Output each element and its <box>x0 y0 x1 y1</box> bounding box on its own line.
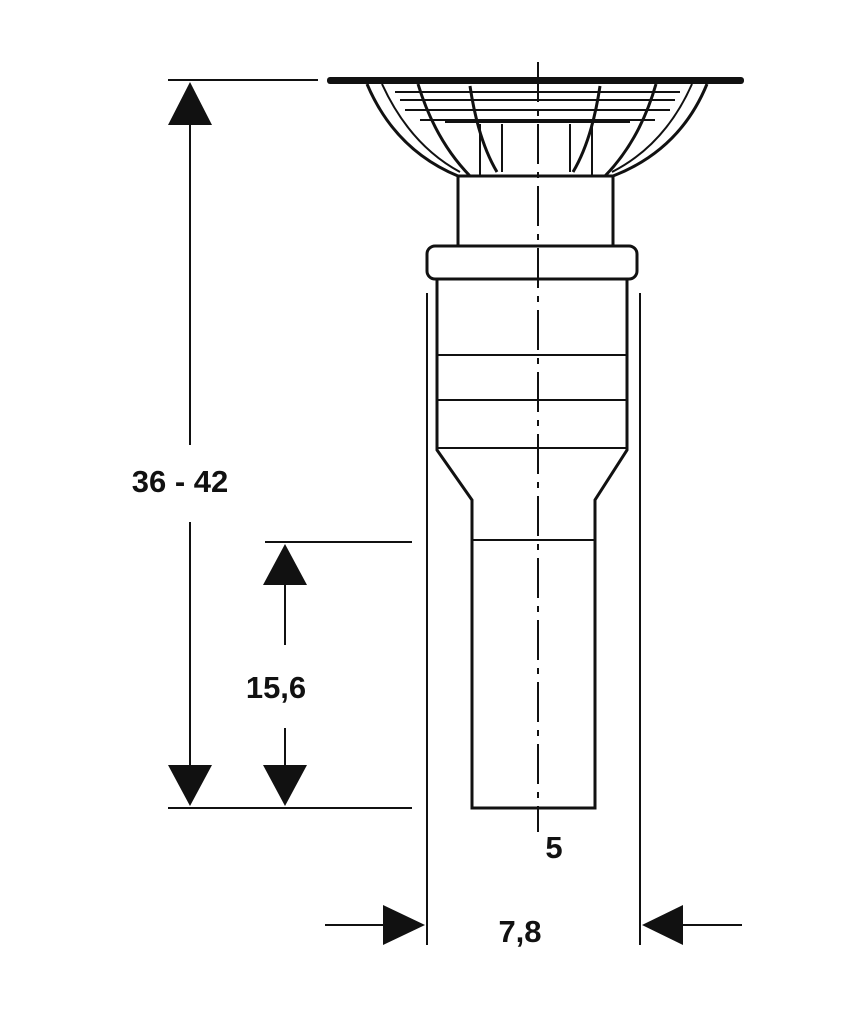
neck <box>456 174 615 248</box>
body-width-label: 7,8 <box>498 914 541 949</box>
pipe-length-label: 15,6 <box>246 670 306 705</box>
dimension-total-height: 36 - 42 <box>132 79 412 809</box>
body <box>435 279 629 810</box>
total-height-label: 36 - 42 <box>132 464 229 499</box>
arrow-left-icon <box>642 905 683 945</box>
collar-ring <box>425 244 639 281</box>
arrow-up-icon <box>168 82 212 125</box>
dimension-pipe-length: 15,6 <box>246 541 412 806</box>
pipe-label: 5 <box>545 830 562 865</box>
grate-dome <box>365 83 709 178</box>
arrow-up-icon <box>263 544 307 585</box>
arrow-down-icon <box>263 765 307 806</box>
dimension-body-width: 7,8 <box>325 293 742 949</box>
grate-ribs <box>416 83 658 178</box>
arrow-down-icon <box>168 765 212 806</box>
drain-body <box>327 62 744 832</box>
top-plate <box>327 77 744 84</box>
arrow-right-icon <box>383 905 425 945</box>
